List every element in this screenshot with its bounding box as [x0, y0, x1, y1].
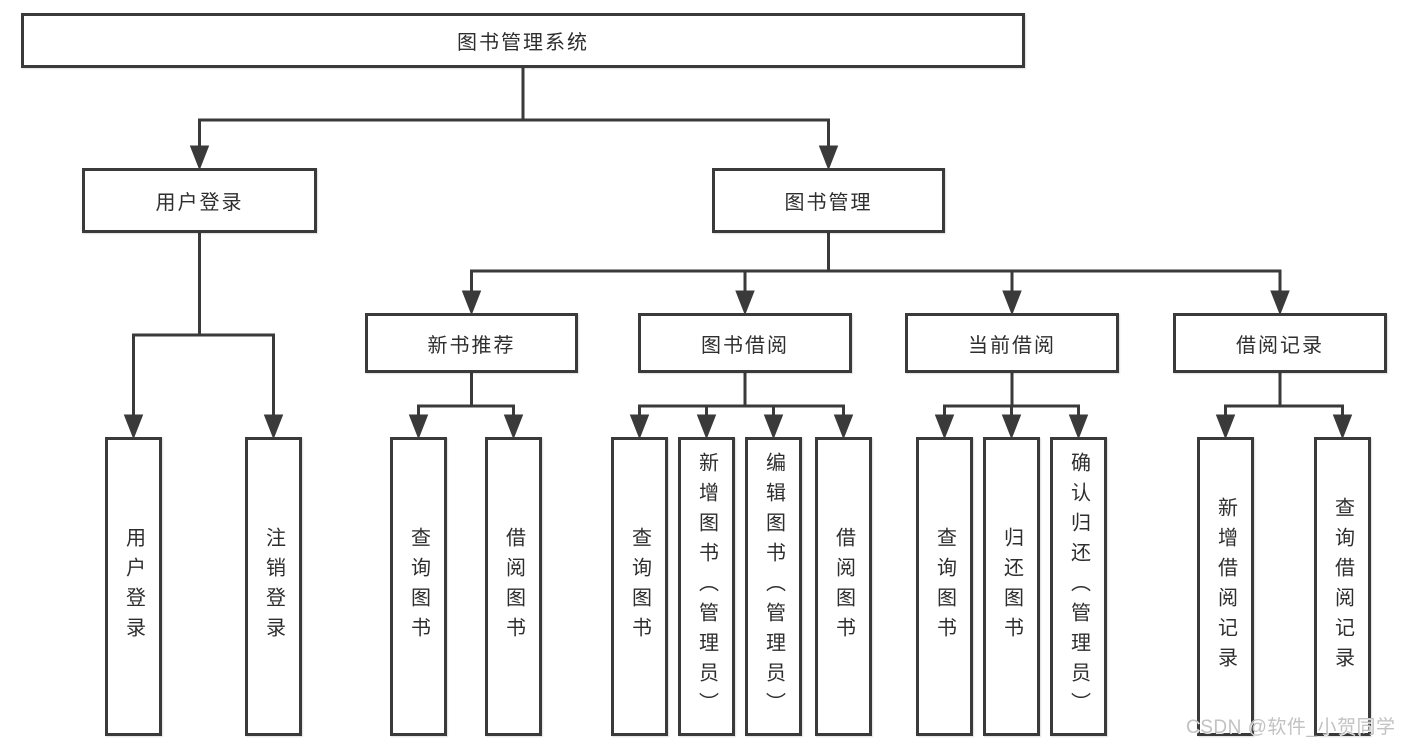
- node-new-book-recommend: 新书推荐: [365, 313, 578, 373]
- connector-book-borrow-to-leaves: [629, 371, 854, 440]
- node-borrow-record: 借阅记录: [1173, 313, 1387, 373]
- node-current-borrow: 当前借阅: [905, 313, 1119, 373]
- node-book-management-branch: 图书管理: [712, 168, 945, 233]
- leaf-record-add: 新增借阅记录: [1197, 437, 1254, 736]
- leaf-current-return-book: 归还图书: [983, 437, 1040, 736]
- connector-borrow-record-to-leaves: [1215, 371, 1353, 440]
- leaf-borrow-query-book: 查询图书: [611, 437, 668, 736]
- leaf-borrow-borrow-book: 借阅图书: [815, 437, 872, 736]
- leaf-user-login: 用户登录: [105, 437, 162, 736]
- node-book-borrow: 图书借阅: [638, 313, 852, 373]
- leaf-current-query-book: 查询图书: [916, 437, 973, 736]
- leaf-current-confirm-return: 确认归还（管理员）: [1050, 437, 1107, 736]
- connector-root-to-branches: [189, 66, 839, 171]
- connector-current-borrow-to-leaves: [934, 371, 1089, 440]
- connector-new-book-recommend-to-leaves: [408, 371, 524, 440]
- leaf-borrow-add-book: 新增图书（管理员）: [678, 437, 735, 736]
- watermark: CSDN @软件_小贺同学: [1186, 717, 1396, 738]
- leaf-logout: 注销登录: [245, 437, 302, 736]
- node-library-management-system: 图书管理系统: [21, 13, 1025, 68]
- leaf-borrow-edit-book: 编辑图书（管理员）: [745, 437, 802, 736]
- connector-user-login-to-leaves: [123, 231, 284, 440]
- connector-book-management-to-modules: [461, 231, 1290, 316]
- leaf-recommend-borrow-book: 借阅图书: [485, 437, 542, 736]
- node-user-login-branch: 用户登录: [82, 168, 317, 233]
- leaf-record-query: 查询借阅记录: [1314, 437, 1371, 736]
- leaf-recommend-query-book: 查询图书: [390, 437, 447, 736]
